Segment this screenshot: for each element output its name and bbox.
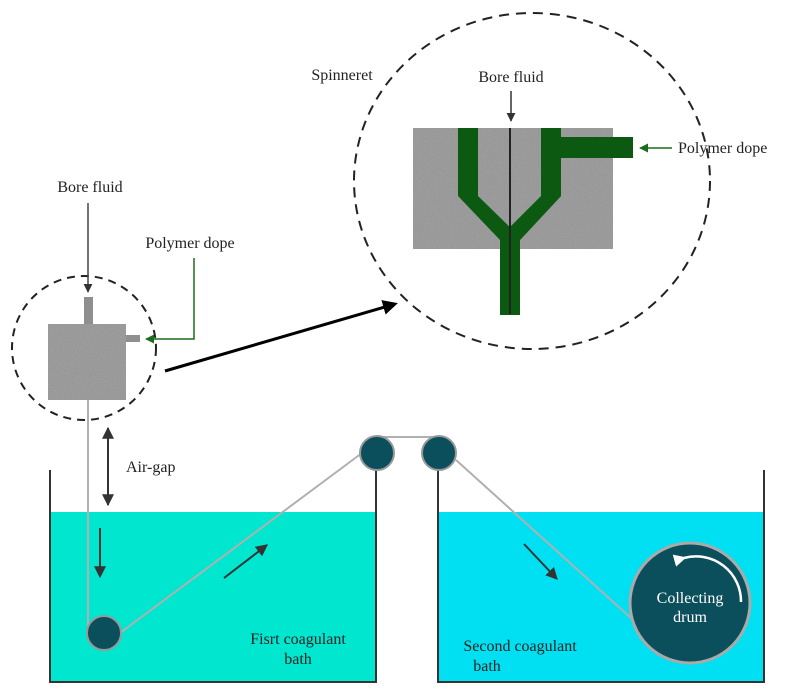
drum-label-line1: Collecting — [657, 590, 724, 607]
first-bath-tank-wall — [49, 470, 377, 683]
first-bath-label-line1: Fisrt coagulant — [250, 631, 346, 648]
polymer-dope-label-zoom: Polymer dope — [678, 140, 767, 157]
second-bath-label-line1: Second coagulant — [463, 638, 577, 655]
second-bath-label-line2: bath — [473, 658, 501, 675]
spinneret-label: Spinneret — [311, 67, 373, 84]
polymer-dope-label-small: Polymer dope — [145, 235, 234, 252]
bottom-roller — [86, 615, 122, 651]
first-bath-label-line2: bath — [284, 651, 312, 668]
fiber-path — [87, 400, 643, 634]
spinneret-dope-inlet-small — [126, 335, 140, 342]
fiber-segment-rise — [119, 452, 363, 634]
up-flow-arrow-icon — [223, 544, 268, 579]
drum-rotation-arrow-icon — [672, 554, 743, 603]
first-coagulant-bath — [49, 470, 377, 683]
dope-channel-left — [458, 128, 478, 196]
dope-channels — [458, 128, 633, 315]
first-bath-water — [50, 512, 376, 682]
polymer-dope-arrow-small-icon — [145, 258, 195, 344]
fiber-segment-drop — [455, 459, 643, 629]
bore-fluid-label-zoom: Bore fluid — [478, 69, 543, 86]
drum-label-line2: drum — [673, 609, 707, 626]
air-gap-label: Air-gap — [126, 459, 175, 476]
zoom-arrow-icon — [164, 300, 398, 373]
collecting-drum — [628, 541, 752, 665]
dope-inlet-channel — [541, 137, 633, 158]
spinneret-detail-circle-large — [353, 12, 711, 350]
spinneret-inlet-small — [84, 297, 93, 324]
spinneret-body-small — [48, 324, 126, 400]
top-roller-right — [421, 435, 457, 471]
top-roller-left — [359, 435, 395, 471]
bore-fluid-label-small: Bore fluid — [57, 179, 122, 196]
spinneret-detail-circle-small — [11, 275, 157, 421]
to-drum-flow-arrow-icon — [523, 543, 558, 580]
second-bath-tank-wall — [437, 470, 765, 683]
